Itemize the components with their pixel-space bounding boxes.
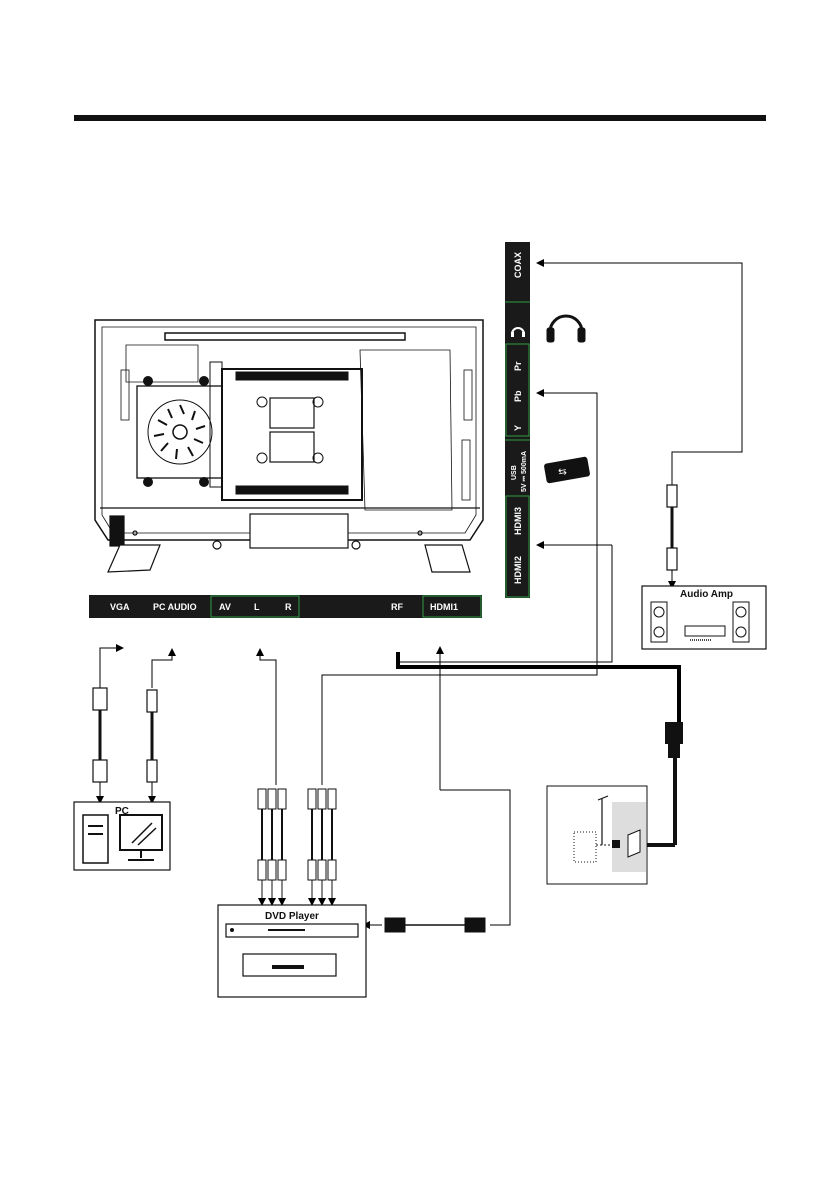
hdmi-cable bbox=[385, 918, 485, 932]
audio-amp-device: Audio Amp bbox=[642, 586, 766, 649]
antenna-outlet bbox=[547, 786, 647, 884]
bottom-input-panel: VGA PC AUDIO AV L R RF HDMI1 bbox=[89, 595, 482, 618]
port-av: AV bbox=[219, 602, 231, 612]
fan-module bbox=[137, 376, 222, 487]
audio-amp-label: Audio Amp bbox=[680, 589, 733, 600]
port-rf: RF bbox=[391, 602, 403, 612]
port-av-r: R bbox=[285, 602, 292, 612]
port-usb-rating: 5V ⎓ 500mA bbox=[521, 451, 528, 492]
port-hdmi3: HDMI3 bbox=[513, 507, 523, 535]
dvd-player-label: DVD Player bbox=[265, 911, 319, 922]
usb-drive-icon: ⇆ bbox=[544, 456, 591, 483]
port-hdmi2: HDMI2 bbox=[513, 556, 523, 584]
port-y: Y bbox=[513, 425, 523, 431]
pc-label: PC bbox=[115, 806, 129, 817]
pc-device: PC bbox=[74, 802, 170, 870]
port-pc-audio: PC AUDIO bbox=[153, 602, 197, 612]
port-hdmi1: HDMI1 bbox=[430, 602, 458, 612]
side-input-panel: COAX Pr Pb Y USB 5V ⎓ 500mA HDMI3 HDMI2 bbox=[505, 242, 530, 598]
main-board bbox=[210, 362, 362, 500]
port-pr: Pr bbox=[513, 361, 523, 371]
component-rca-cables bbox=[308, 789, 336, 902]
port-coax: COAX bbox=[513, 252, 523, 278]
port-usb: USB bbox=[511, 465, 518, 480]
port-av-l: L bbox=[254, 602, 260, 612]
header-rule bbox=[74, 115, 766, 121]
tv-back bbox=[95, 320, 483, 540]
headphones-icon bbox=[547, 316, 585, 342]
pc-audio-cable bbox=[147, 690, 157, 782]
vga-cable bbox=[93, 688, 107, 782]
dvd-player-device: DVD Player bbox=[218, 905, 366, 997]
port-pb: Pb bbox=[513, 390, 523, 402]
av-rca-cables bbox=[258, 789, 286, 902]
coax-audio-cable bbox=[667, 485, 677, 570]
port-vga: VGA bbox=[110, 602, 130, 612]
